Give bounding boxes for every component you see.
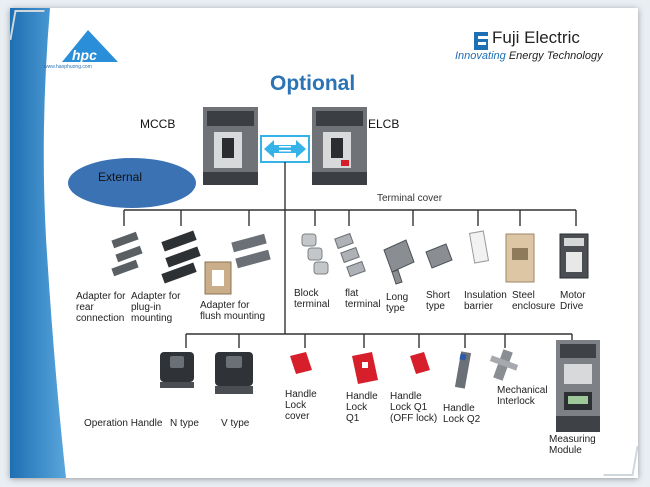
label-handle-lock-cover: Handle Lock cover — [285, 389, 317, 422]
double-arrow-icon — [260, 135, 310, 163]
label-measuring-module: Measuring Module — [549, 434, 596, 456]
label-steel-enclosure: Steel enclosure — [512, 290, 556, 312]
label-insulation-barrier: Insulation barrier — [464, 290, 507, 312]
blue-side-stripe — [10, 8, 66, 478]
label-handle-lock-q1: Handle Lock Q1 — [346, 391, 378, 424]
label-flush-adapter: Adapter for flush mounting — [200, 300, 266, 322]
mccb-breaker — [203, 107, 258, 185]
flush-adapter-icon — [204, 233, 271, 295]
tagline-prefix: Innovating — [455, 50, 509, 62]
label-n-type: N type — [170, 418, 199, 429]
measuring-module-icon — [556, 340, 600, 432]
external-label: External — [98, 170, 143, 184]
motor-drive-icon — [559, 233, 589, 279]
label-long-type: Long type — [386, 292, 409, 314]
flat-terminal-icon — [334, 232, 366, 278]
plugin-adapter-icon — [161, 230, 201, 284]
tagline-suffix: Energy Technology — [508, 50, 603, 62]
elcb-label: ELCB — [368, 117, 400, 131]
mccb-label: MCCB — [140, 117, 176, 131]
label-short-type: Short type — [426, 290, 450, 312]
label-mechanical-interlock: Mechanical Interlock — [497, 385, 548, 407]
label-flat-terminal: flat terminal — [345, 288, 381, 310]
company-tagline: Innovating Energy Technology — [455, 50, 603, 62]
logo-url: www.haophuong.com — [44, 64, 92, 70]
hpc-logo-text: hpc — [72, 47, 97, 63]
terminal-cover-label: Terminal cover — [377, 193, 443, 204]
label-handle-lock-q1-off: Handle Lock Q1 (OFF lock) — [390, 391, 438, 424]
company-name: Fuji Electric — [492, 28, 580, 47]
long-cover-icon — [383, 239, 415, 285]
insulation-barrier-icon — [468, 230, 490, 264]
fuji-logo-mark — [474, 32, 490, 50]
label-motor-drive: Motor Drive — [560, 290, 586, 312]
handle-lock-q1-off-icon — [410, 352, 430, 374]
label-block-terminal: Block terminal — [294, 288, 330, 310]
steel-enclosure-icon — [505, 233, 535, 283]
label-rear-adapter: Adapter for rear connection — [76, 291, 126, 324]
hpc-logo: hpc — [62, 30, 118, 63]
page-title: Optional — [270, 72, 356, 95]
label-plugin-adapter: Adapter for plug-in mounting — [131, 291, 181, 324]
mechanical-interlock-icon — [489, 349, 519, 381]
connector-lines — [123, 162, 577, 348]
short-cover-icon — [425, 243, 453, 269]
handle-lock-q2-icon — [454, 351, 472, 389]
handle-lock-cover-icon — [290, 352, 312, 374]
rear-adapter-icon — [111, 231, 143, 277]
external-ellipse — [68, 158, 196, 208]
label-v-type: V type — [221, 418, 250, 429]
label-handle-lock-q2: Handle Lock Q2 — [443, 403, 481, 425]
elcb-breaker — [312, 107, 367, 185]
v-type-handle-icon — [215, 352, 253, 394]
n-type-handle-icon — [160, 352, 194, 388]
handle-lock-q1-icon — [352, 352, 378, 384]
label-operation-handle: Operation Handle — [84, 418, 163, 429]
block-terminal-icon — [301, 233, 329, 275]
